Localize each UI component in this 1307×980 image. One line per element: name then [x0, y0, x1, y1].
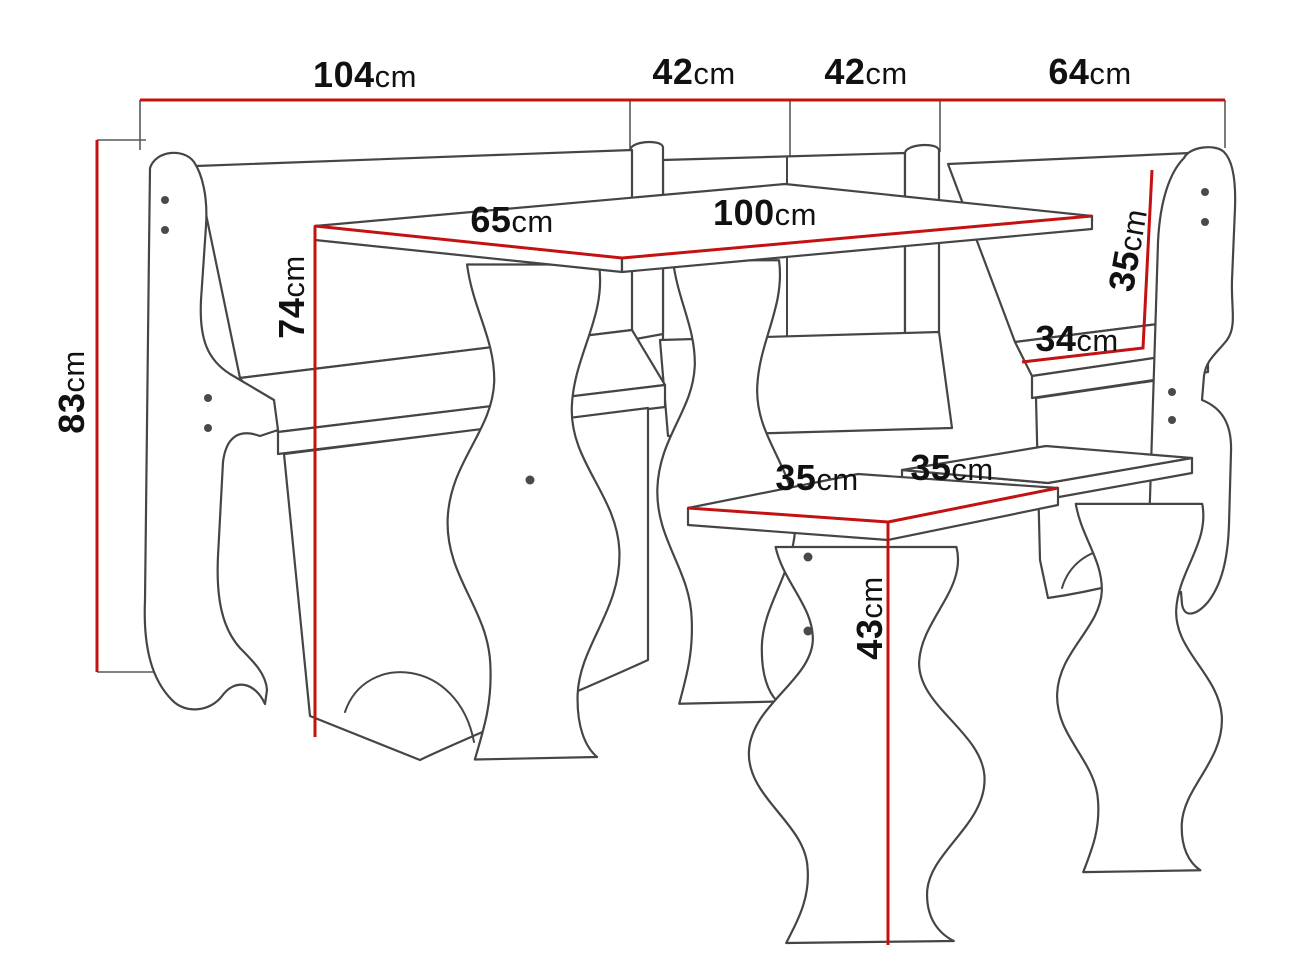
- right-bench-backrest: [946, 151, 1192, 344]
- dim-label-stool-side-right: 35cm: [910, 450, 993, 486]
- dim-value: 64: [1048, 51, 1090, 92]
- left-bench-side-panel: [143, 151, 280, 711]
- dim-line-table-depth: [314, 224, 623, 260]
- dim-line-seat-and-backrest: [1021, 169, 1154, 364]
- dim-unit: cm: [56, 350, 91, 393]
- dim-unit: cm: [511, 204, 554, 239]
- dim-label-corner-left: 42cm: [652, 54, 735, 90]
- dim-unit: cm: [693, 56, 736, 91]
- dim-unit: cm: [865, 56, 908, 91]
- dim-label-table-depth: 65cm: [470, 202, 553, 238]
- dim-label-table-height: 74cm: [271, 255, 312, 339]
- dim-unit: cm: [276, 255, 311, 298]
- dim-value: 65: [470, 199, 512, 240]
- dim-label-table-length: 100cm: [713, 195, 817, 231]
- dim-value: 42: [824, 51, 866, 92]
- dim-unit: cm: [374, 59, 417, 94]
- dim-value: 35: [1100, 246, 1148, 295]
- dim-label-bench-height: 83cm: [51, 350, 92, 434]
- dim-label-corner-right: 42cm: [824, 54, 907, 90]
- dim-line-table-length: [621, 214, 1093, 260]
- dim-value: 34: [1035, 318, 1077, 359]
- dimension-lines: [95, 98, 1225, 945]
- dim-unit: cm: [774, 197, 817, 232]
- dim-value: 104: [313, 54, 375, 95]
- dim-label-stool-height: 43cm: [849, 576, 890, 660]
- dim-unit: cm: [951, 452, 994, 487]
- dim-unit: cm: [1076, 323, 1119, 358]
- dim-value: 43: [849, 618, 890, 660]
- dim-value: 100: [713, 192, 775, 233]
- dim-value: 74: [271, 297, 312, 339]
- dim-label-stool-side-left: 35cm: [775, 460, 858, 496]
- dim-label-bench-run-left: 104cm: [313, 57, 417, 93]
- dim-label-seat-depth: 34cm: [1035, 321, 1118, 357]
- dim-value: 35: [775, 457, 817, 498]
- dim-unit: cm: [1112, 206, 1154, 254]
- dim-value: 83: [51, 392, 92, 434]
- stool-back-seat: [900, 444, 1194, 485]
- dim-label-bench-run-right: 64cm: [1048, 54, 1131, 90]
- dim-unit: cm: [854, 576, 889, 619]
- dim-unit: cm: [816, 462, 859, 497]
- dim-unit: cm: [1089, 56, 1132, 91]
- dimension-extension-lines: [97, 100, 1226, 673]
- dim-value: 42: [652, 51, 694, 92]
- dim-value: 35: [910, 447, 952, 488]
